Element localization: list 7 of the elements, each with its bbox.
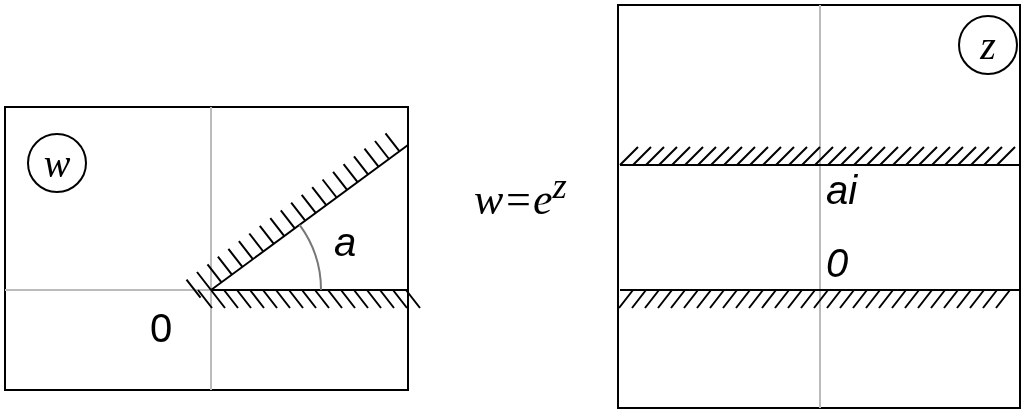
point-label: ai: [826, 170, 858, 210]
formula: w=e$^{z}$: [474, 168, 567, 222]
circled-letter: z: [958, 15, 1018, 75]
origin-label: 0: [826, 243, 849, 283]
angle-label: a: [334, 222, 357, 262]
origin-label: 0: [150, 308, 173, 348]
circled-letter: w: [27, 133, 87, 193]
